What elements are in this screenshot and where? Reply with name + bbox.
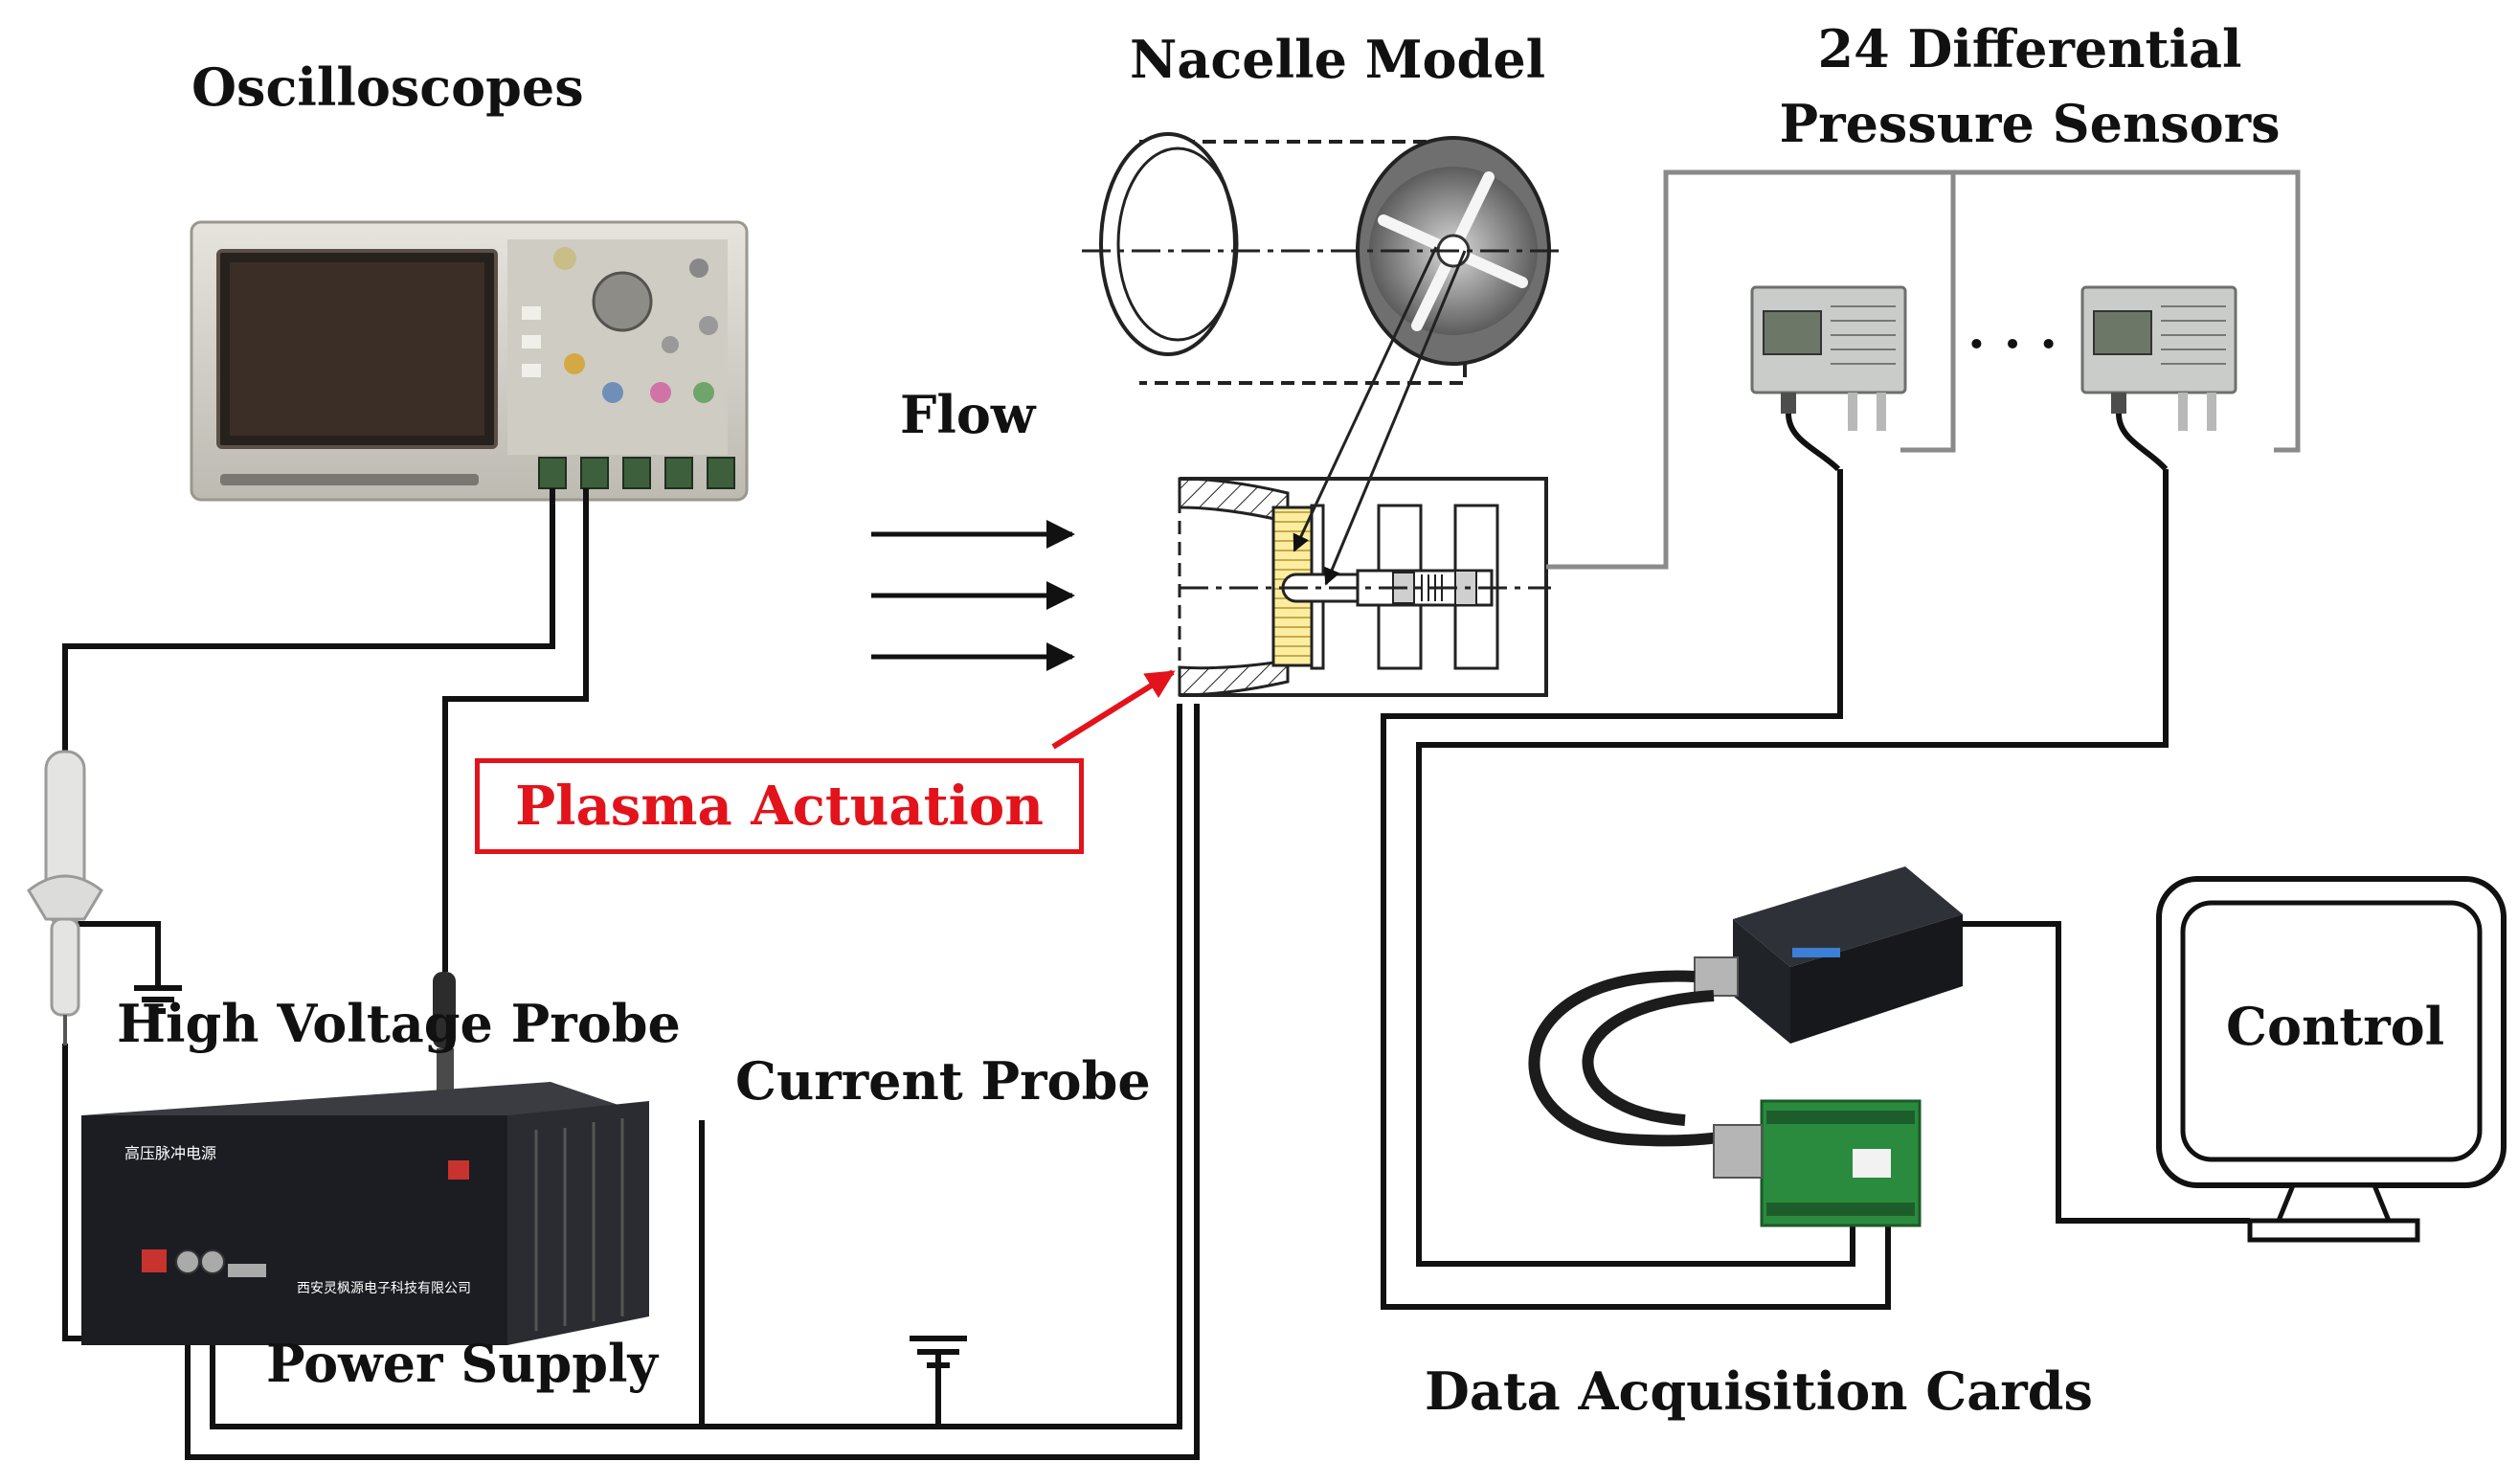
label-power-supply: Power Supply bbox=[266, 1333, 658, 1394]
power-supply: 高压脉冲电源 西安灵枫源电子科技有限公司 bbox=[81, 1082, 649, 1345]
plasma-actuation-callout: Plasma Actuation bbox=[475, 758, 1084, 854]
label-current-probe: Current Probe bbox=[735, 1050, 1151, 1112]
control-monitor bbox=[2156, 876, 2507, 1243]
label-sensors-line2: Pressure Sensors bbox=[1779, 93, 2281, 154]
pressure-tubing bbox=[1546, 169, 2301, 570]
label-flow: Flow bbox=[900, 384, 1036, 445]
label-data-acquisition-cards: Data Acquisition Cards bbox=[1425, 1360, 2093, 1422]
high-voltage-probe bbox=[27, 750, 103, 1046]
pressure-sensor-2 bbox=[2080, 285, 2237, 472]
flow-arrows bbox=[871, 520, 1075, 671]
label-control: Control bbox=[2226, 996, 2445, 1057]
oscilloscope bbox=[190, 220, 749, 502]
label-nacelle-model: Nacelle Model bbox=[1130, 29, 1546, 90]
data-acquisition-card bbox=[1528, 866, 1963, 1147]
label-high-voltage-probe: High Voltage Probe bbox=[117, 993, 681, 1054]
label-ellipsis: · · · bbox=[1967, 313, 2057, 374]
nacelle-cross-section bbox=[1178, 246, 1551, 697]
label-plasma-actuation: Plasma Actuation bbox=[515, 775, 1044, 838]
svg-text:西安灵枫源电子科技有限公司: 西安灵枫源电子科技有限公司 bbox=[297, 1281, 471, 1296]
label-sensors-line1: 24 Differential bbox=[1817, 18, 2242, 79]
svg-text:高压脉冲电源: 高压脉冲电源 bbox=[124, 1144, 216, 1162]
nacelle-model-3d bbox=[1082, 132, 1561, 385]
label-oscilloscopes: Oscilloscopes bbox=[191, 56, 584, 118]
pressure-sensor-1 bbox=[1750, 285, 1907, 472]
ground-symbol-main bbox=[910, 1336, 967, 1368]
terminal-board bbox=[1713, 1099, 1922, 1227]
plasma-pointer-arrow bbox=[1051, 669, 1176, 750]
ground-symbol-hv-probe bbox=[134, 985, 182, 1014]
